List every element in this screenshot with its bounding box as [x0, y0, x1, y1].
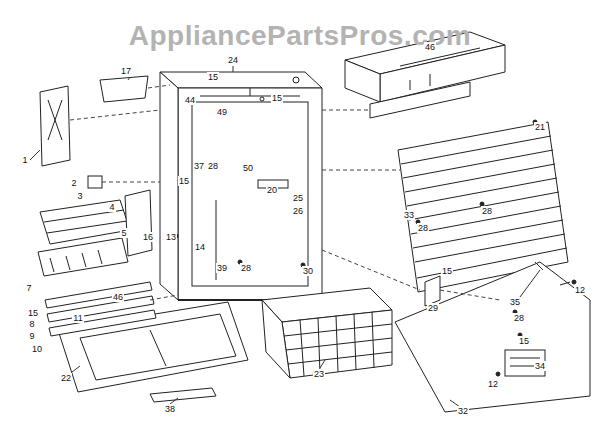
callout-number: 44 [184, 95, 196, 105]
callout-number: 14 [194, 242, 206, 252]
callout-number: 15 [27, 308, 39, 318]
callout-number: 30 [302, 266, 314, 276]
callout-number: 12 [487, 379, 499, 389]
callout-number: 9 [28, 331, 35, 341]
callout-number: 15 [518, 336, 530, 346]
callout-number: 28 [207, 161, 219, 171]
callout-number: 28 [481, 206, 493, 216]
callout-number: 8 [28, 319, 35, 329]
callout-number: 15 [271, 93, 283, 103]
callout-number: 3 [76, 191, 83, 201]
callout-number: 38 [164, 404, 176, 414]
callout-number: 2 [70, 178, 77, 188]
callout-number: 39 [216, 263, 228, 273]
callout-number: 46 [424, 42, 436, 52]
callout-number: 13 [165, 232, 177, 242]
callout-number: 29 [427, 303, 439, 313]
callout-number: 22 [60, 373, 72, 383]
callout-number: 28 [513, 313, 525, 323]
callout-number: 33 [403, 210, 415, 220]
callout-number: 1 [21, 155, 28, 165]
callout-number: 7 [25, 283, 32, 293]
callout-number: 34 [534, 361, 546, 371]
callout-number: 25 [292, 193, 304, 203]
callout-number: 15 [441, 266, 453, 276]
callout-number: 5 [120, 228, 127, 238]
callout-number: 37 [193, 161, 205, 171]
callout-number: 16 [142, 232, 154, 242]
callout-number: 4 [108, 202, 115, 212]
callout-number: 26 [292, 206, 304, 216]
callout-number: 10 [31, 344, 43, 354]
callout-number: 49 [216, 107, 228, 117]
callout-number: 11 [72, 313, 83, 323]
callout-number: 21 [534, 122, 546, 132]
callout-number: 23 [313, 369, 325, 379]
callout-number: 15 [178, 176, 190, 186]
callout-number: 50 [242, 163, 254, 173]
callout-number: 15 [207, 72, 219, 82]
callout-number: 28 [240, 263, 252, 273]
callout-number: 46 [112, 292, 124, 302]
callout-number: 20 [266, 185, 278, 195]
watermark: AppliancePartsPros.com [128, 20, 472, 52]
callout-number: 32 [457, 406, 469, 416]
callout-number: 24 [227, 55, 239, 65]
callout-number: 17 [120, 66, 132, 76]
callout-number: 28 [417, 223, 429, 233]
callout-number: 35 [509, 297, 521, 307]
callout-number: 12 [574, 285, 586, 295]
